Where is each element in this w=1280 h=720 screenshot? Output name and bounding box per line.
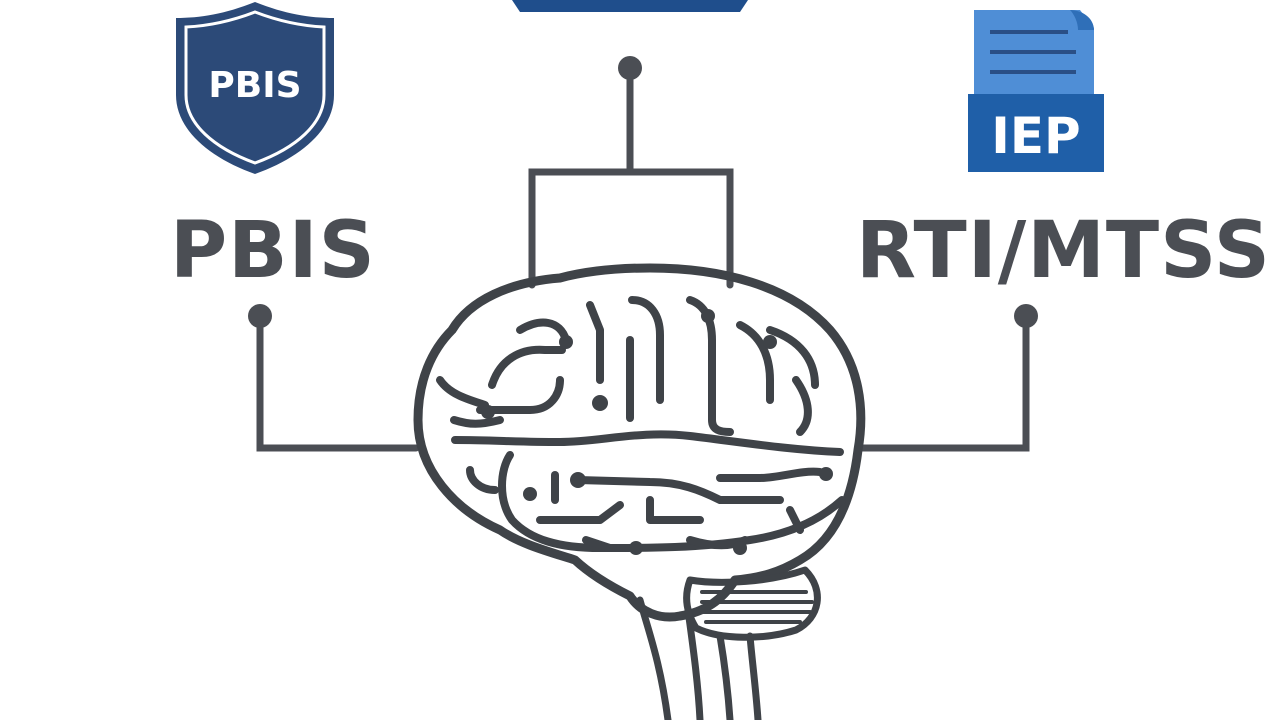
right-connector — [858, 312, 1030, 452]
shield-badge-text: PBIS — [208, 65, 301, 106]
document-badge-text: IEP — [991, 107, 1080, 165]
shield-icon: PBIS — [176, 2, 334, 174]
top-connector — [528, 66, 734, 289]
circuit-nodes — [481, 309, 833, 555]
rti-mtss-label: RTI/MTSS — [856, 206, 1271, 296]
top-connector-dot — [618, 56, 642, 80]
graduation-cap-icon — [512, 0, 748, 12]
right-connector-dot — [1014, 304, 1038, 328]
pbis-label: PBIS — [170, 206, 376, 296]
document-folder-icon: IEP — [968, 10, 1104, 172]
circuit-brain-icon — [413, 263, 866, 720]
left-connector-dot — [248, 304, 272, 328]
left-connector — [256, 312, 420, 452]
